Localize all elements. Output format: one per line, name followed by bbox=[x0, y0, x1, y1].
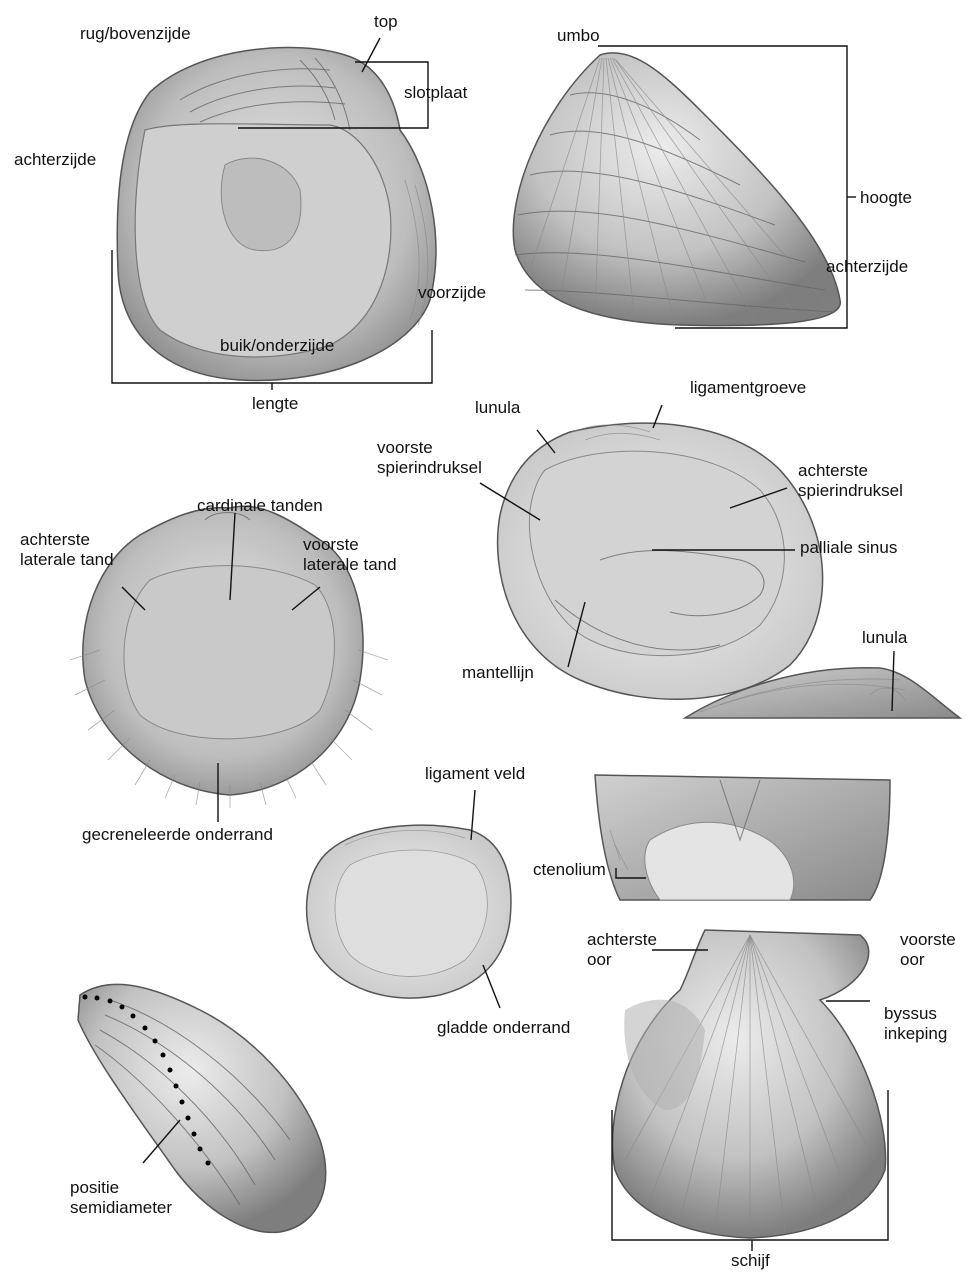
label-lunule-2: lunula bbox=[862, 628, 907, 648]
label-anterior-ear-2: oor bbox=[900, 950, 925, 970]
label-disc: schijf bbox=[731, 1251, 770, 1271]
label-length: lengte bbox=[252, 394, 298, 414]
label-posterior-muscle-scar-1: achterste bbox=[798, 461, 868, 481]
shell-8-scallop bbox=[613, 930, 886, 1238]
label-posterior-muscle-scar-2: spierindruksel bbox=[798, 481, 903, 501]
label-posterior-ear-1: achterste bbox=[587, 930, 657, 950]
label-posterior-lateral-2: laterale tand bbox=[20, 550, 114, 570]
label-posterior-2: achterzijde bbox=[826, 257, 908, 277]
label-top: top bbox=[374, 12, 398, 32]
label-anterior: voorzijde bbox=[418, 283, 486, 303]
label-anterior-lateral-1: voorste bbox=[303, 535, 359, 555]
shell-6-interior bbox=[307, 825, 511, 998]
label-dorsal: rug/bovenzijde bbox=[80, 24, 191, 44]
shell-1-interior bbox=[117, 47, 436, 380]
label-anterior-muscle-scar-1: voorste bbox=[377, 438, 433, 458]
label-umbo: umbo bbox=[557, 26, 600, 46]
label-ctenolium: ctenolium bbox=[533, 860, 606, 880]
label-ligament-area: ligament veld bbox=[425, 764, 525, 784]
label-pallial-line: mantellijn bbox=[462, 663, 534, 683]
label-height: hoogte bbox=[860, 188, 912, 208]
shell-3-interior bbox=[498, 423, 823, 699]
label-byssal-notch-1: byssus bbox=[884, 1004, 937, 1024]
label-crenulated-margin: gecreneleerde onderrand bbox=[82, 825, 273, 845]
label-lunule-1: lunula bbox=[475, 398, 520, 418]
label-hinge-plate: slotplaat bbox=[404, 83, 467, 103]
label-posterior-1: achterzijde bbox=[14, 150, 96, 170]
label-byssal-notch-2: inkeping bbox=[884, 1024, 947, 1044]
label-smooth-margin: gladde onderrand bbox=[437, 1018, 570, 1038]
label-cardinal-teeth: cardinale tanden bbox=[197, 496, 323, 516]
label-position-1: positie bbox=[70, 1178, 119, 1198]
shell-2-exterior bbox=[513, 53, 840, 326]
label-anterior-muscle-scar-2: spierindruksel bbox=[377, 458, 482, 478]
label-position-2: semidiameter bbox=[70, 1198, 172, 1218]
label-pallial-sinus: palliale sinus bbox=[800, 538, 897, 558]
label-ventral: buik/onderzijde bbox=[220, 336, 334, 356]
label-anterior-ear-1: voorste bbox=[900, 930, 956, 950]
label-posterior-ear-2: oor bbox=[587, 950, 612, 970]
label-ligament-pit: ligamentgroeve bbox=[690, 378, 806, 398]
label-posterior-lateral-1: achterste bbox=[20, 530, 90, 550]
label-anterior-lateral-2: laterale tand bbox=[303, 555, 397, 575]
shell-7-ctenolium bbox=[595, 775, 890, 900]
